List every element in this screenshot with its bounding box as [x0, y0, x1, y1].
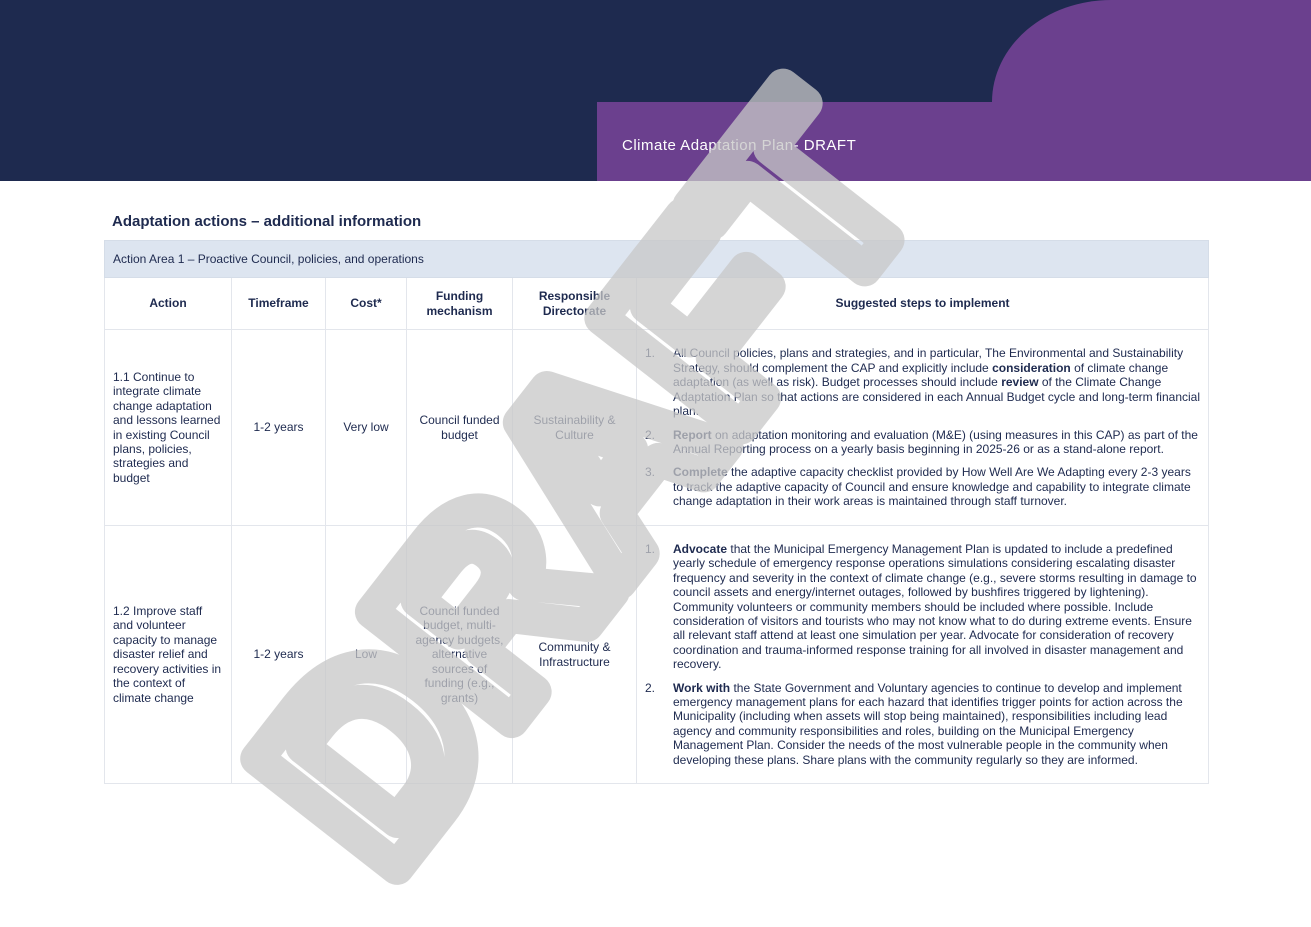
table-row: 1.1 Continue to integrate climate change…: [104, 329, 1210, 526]
step-emphasis: Report: [673, 427, 712, 442]
header-action: Action: [104, 277, 232, 330]
directorate-cell: Community & Infrastructure: [512, 525, 637, 784]
step-text: of climate change adaptation (as well as…: [673, 360, 1169, 390]
timeframe-cell: 1-2 years: [231, 525, 326, 784]
step-emphasis: review: [1001, 375, 1039, 390]
step-item: 1. All Council policies, plans and strat…: [645, 346, 1200, 418]
cost-cell: Low: [325, 525, 407, 784]
steps-cell: 1. All Council policies, plans and strat…: [635, 329, 1210, 526]
step-text: on adaptation monitoring and evaluation …: [673, 427, 1198, 456]
step-text: of the Climate Change Adaptation Plan so…: [673, 375, 1201, 419]
step-emphasis: Complete: [673, 465, 728, 480]
action-cell: 1.1 Continue to integrate climate change…: [104, 329, 232, 526]
step-number: 2.: [645, 680, 656, 695]
step-item: 3. Complete the adaptive capacity checkl…: [645, 465, 1200, 508]
adaptation-actions-table: Action Area 1 – Proactive Council, polic…: [103, 240, 1210, 784]
step-number: 3.: [645, 465, 656, 480]
step-number: 1.: [645, 346, 656, 361]
funding-cell: Council funded budget, multi-agency budg…: [406, 525, 513, 784]
steps-list: 1. Advocate that the Municipal Emergency…: [645, 542, 1200, 767]
action-area-label: Action Area 1 – Proactive Council, polic…: [103, 240, 1210, 278]
step-text: the State Government and Voluntary agenc…: [673, 680, 1183, 767]
action-area-row: Action Area 1 – Proactive Council, polic…: [103, 240, 1210, 278]
step-text: the adaptive capacity checklist provided…: [673, 465, 1191, 509]
step-emphasis: consideration: [992, 360, 1071, 375]
step-item: 1. Advocate that the Municipal Emergency…: [645, 542, 1200, 672]
action-cell: 1.2 Improve staff and volunteer capacity…: [104, 525, 232, 784]
adaptation-actions-table-wrapper: Action Area 1 – Proactive Council, polic…: [103, 240, 1210, 784]
header-purple-arc: [992, 0, 1311, 181]
timeframe-cell: 1-2 years: [231, 329, 326, 526]
step-item: 2. Work with the State Government and Vo…: [645, 681, 1200, 767]
step-number: 2.: [645, 427, 656, 442]
step-number: 1.: [645, 541, 656, 556]
document-title: Climate Adaptation Plan- DRAFT: [622, 137, 857, 154]
steps-list: 1. All Council policies, plans and strat…: [645, 346, 1200, 508]
step-emphasis: Work with: [673, 680, 731, 695]
step-item: 2. Report on adaptation monitoring and e…: [645, 428, 1200, 457]
header-cost: Cost*: [325, 277, 407, 330]
header-funding-mechanism: Funding mechanism: [406, 277, 513, 330]
page-header-banner: Climate Adaptation Plan- DRAFT: [0, 0, 1311, 181]
table-row: 1.2 Improve staff and volunteer capacity…: [104, 525, 1210, 784]
step-emphasis: Advocate: [673, 541, 728, 556]
table-header-row: Action Timeframe Cost* Funding mechanism…: [104, 277, 1210, 330]
step-text: that the Municipal Emergency Management …: [673, 541, 1197, 672]
cost-cell: Very low: [325, 329, 407, 526]
header-timeframe: Timeframe: [231, 277, 326, 330]
steps-cell: 1. Advocate that the Municipal Emergency…: [635, 525, 1210, 784]
step-text: All Council policies, plans and strategi…: [673, 346, 1184, 375]
header-responsible-directorate: Responsible Directorate: [512, 277, 637, 330]
funding-cell: Council funded budget: [406, 329, 513, 526]
header-suggested-steps: Suggested steps to implement: [635, 277, 1210, 330]
section-title: Adaptation actions – additional informat…: [112, 213, 422, 230]
directorate-cell: Sustainability & Culture: [512, 329, 637, 526]
